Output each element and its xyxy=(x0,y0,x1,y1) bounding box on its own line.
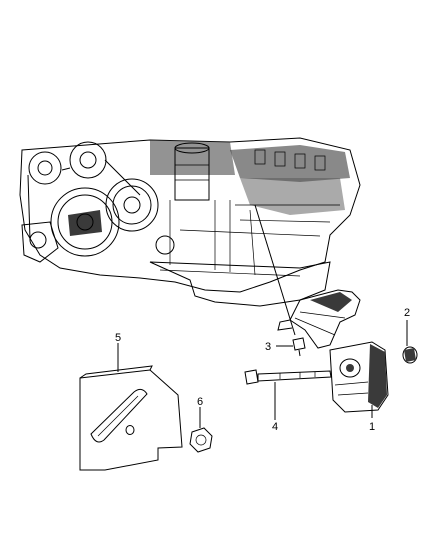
hex-nut-part-6 xyxy=(189,427,213,453)
bolt-part-3 xyxy=(292,337,306,357)
callout-4: 4 xyxy=(272,421,278,433)
callout-6: 6 xyxy=(197,396,203,408)
pulley-group xyxy=(21,141,175,263)
callout-5: 5 xyxy=(115,332,121,344)
through-bolt-part-4 xyxy=(244,369,332,385)
callout-3: 3 xyxy=(265,341,271,353)
callout-2: 2 xyxy=(404,307,410,319)
heat-shield-part-5 xyxy=(79,365,183,471)
engine-mount-insulator xyxy=(329,341,389,413)
callout-1: 1 xyxy=(369,421,375,433)
engine-assembly xyxy=(19,137,361,307)
leader-lines xyxy=(117,204,408,428)
mount-bracket xyxy=(277,289,361,349)
flange-nut-part-2 xyxy=(402,346,418,364)
